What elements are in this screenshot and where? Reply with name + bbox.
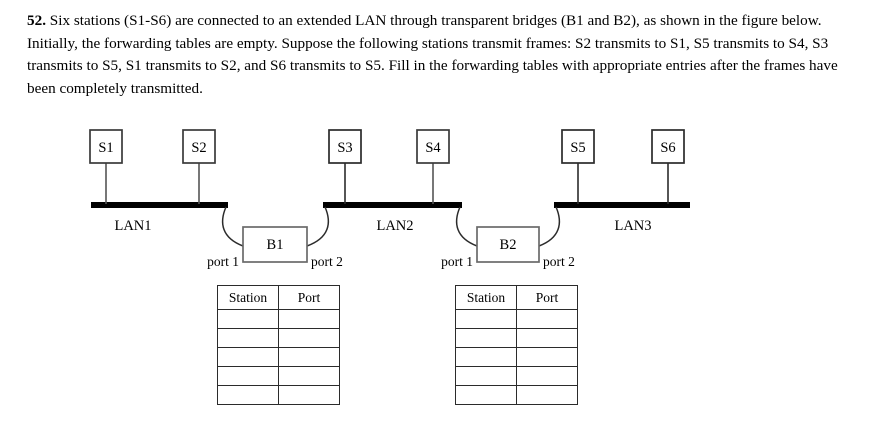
bridge-label-b2: B2	[500, 237, 517, 253]
table-row	[455, 385, 578, 405]
b2-port2-connector	[538, 206, 560, 247]
cell-port[interactable]	[278, 385, 340, 405]
bridge-label-b1: B1	[267, 237, 284, 253]
cell-station[interactable]	[455, 385, 517, 405]
cell-port[interactable]	[516, 328, 578, 348]
station-label-s3: S3	[337, 140, 352, 156]
cell-port[interactable]	[278, 328, 340, 348]
lan3-bus	[554, 202, 690, 208]
b2-port1-connector	[456, 206, 478, 247]
b2-port2-label: port 2	[543, 254, 575, 269]
forwarding-table-b1: Station Port	[217, 285, 340, 405]
cell-port[interactable]	[278, 366, 340, 386]
cell-station[interactable]	[217, 385, 279, 405]
station-box-s5	[561, 129, 595, 164]
bridge-box-b2	[476, 226, 540, 263]
table-header-row: Station Port	[217, 285, 340, 310]
b1-port1-connector	[222, 206, 244, 247]
b1-port1-label: port 1	[207, 254, 239, 269]
cell-port[interactable]	[516, 347, 578, 367]
forwarding-table-b2: Station Port	[455, 285, 578, 405]
lan-label-lan1: LAN1	[114, 218, 151, 234]
question-text: Six stations (S1-S6) are connected to an…	[27, 12, 838, 97]
cell-station[interactable]	[455, 347, 517, 367]
table-row	[217, 385, 340, 405]
station-label-s2: S2	[191, 140, 206, 156]
question-number: 52.	[27, 12, 46, 29]
lan1-bus	[91, 202, 228, 208]
column-header-port: Port	[278, 285, 340, 310]
cell-station[interactable]	[455, 366, 517, 386]
table-row	[217, 347, 340, 367]
lan2-bus	[323, 202, 462, 208]
station-label-s1: S1	[98, 140, 113, 156]
bridge-box-b1	[242, 226, 308, 263]
station-box-s6	[651, 129, 685, 164]
column-header-port: Port	[516, 285, 578, 310]
table-header-row: Station Port	[455, 285, 578, 310]
table-row	[217, 309, 340, 329]
cell-station[interactable]	[217, 347, 279, 367]
b1-port2-connector	[306, 206, 329, 247]
table-row	[455, 309, 578, 329]
cell-station[interactable]	[455, 309, 517, 329]
question-block: 52. Six stations (S1-S6) are connected t…	[27, 10, 863, 100]
station-label-s6: S6	[660, 140, 675, 156]
table-row	[455, 328, 578, 348]
network-topology-diagram: S1 S2 S3 S4 S5 S6 LAN1 LAN2 LAN3 B1 port…	[0, 118, 884, 278]
cell-station[interactable]	[217, 309, 279, 329]
table-row	[217, 328, 340, 348]
b1-port2-label: port 2	[311, 254, 343, 269]
b2-port1-label: port 1	[441, 254, 473, 269]
cell-station[interactable]	[217, 366, 279, 386]
station-box-s2	[182, 129, 216, 164]
cell-port[interactable]	[516, 385, 578, 405]
table-row	[217, 366, 340, 386]
station-box-s4	[416, 129, 450, 164]
table-row	[455, 347, 578, 367]
cell-station[interactable]	[217, 328, 279, 348]
lan-label-lan3: LAN3	[614, 218, 651, 234]
station-label-s4: S4	[425, 140, 441, 156]
station-box-s1	[89, 129, 123, 164]
station-label-s5: S5	[570, 140, 585, 156]
cell-port[interactable]	[516, 366, 578, 386]
cell-port[interactable]	[516, 309, 578, 329]
station-box-s3	[328, 129, 362, 164]
column-header-station: Station	[217, 285, 279, 310]
cell-port[interactable]	[278, 309, 340, 329]
table-row	[455, 366, 578, 386]
cell-port[interactable]	[278, 347, 340, 367]
lan-label-lan2: LAN2	[376, 218, 413, 234]
cell-station[interactable]	[455, 328, 517, 348]
column-header-station: Station	[455, 285, 517, 310]
